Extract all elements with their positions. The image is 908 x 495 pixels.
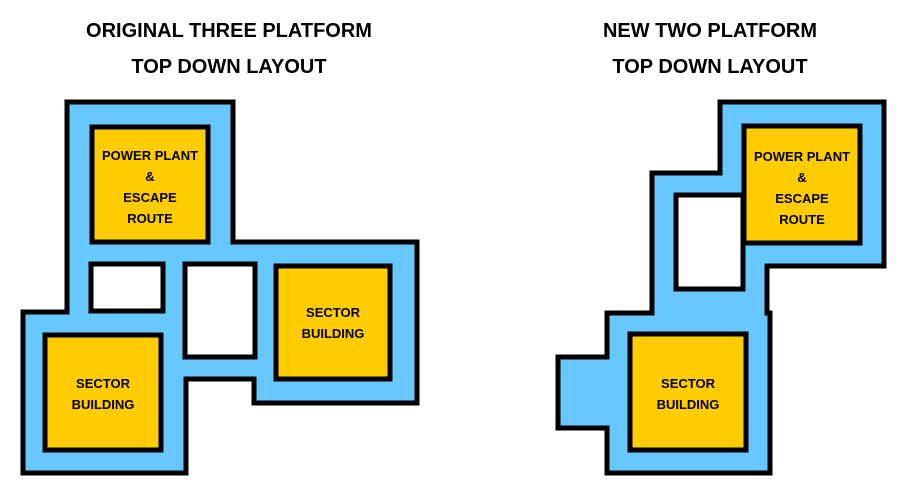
left-sector-bottom-label-line1: SECTOR [76, 376, 131, 391]
left-title-line2: TOP DOWN LAYOUT [131, 56, 327, 78]
left-sector-bottom-label-line2: BUILDING [72, 397, 135, 412]
left-layout: POWER PLANT & ESCAPE ROUTE SECTOR BUILDI… [20, 99, 420, 476]
left-sector-building-right-block [273, 263, 393, 382]
right-sector-building: SECTOR BUILDING [627, 331, 749, 453]
left-sector-building-bottom: SECTOR BUILDING [42, 332, 164, 453]
right-power-plant-label-line2: & [797, 170, 806, 185]
left-power-plant-label-line3: ESCAPE [123, 190, 177, 205]
right-hole [673, 192, 746, 292]
left-power-plant-label-line2: & [145, 169, 154, 184]
left-power-plant-label-line4: ROUTE [127, 211, 173, 226]
left-power-plant-label-line1: POWER PLANT [102, 148, 198, 163]
left-layout-title: ORIGINAL THREE PLATFORM TOP DOWN LAYOUT [28, 13, 430, 85]
left-sector-right-label-line2: BUILDING [302, 326, 365, 341]
right-power-plant-label-line3: ESCAPE [775, 191, 829, 206]
right-power-plant-block [741, 123, 863, 246]
left-title-line1: ORIGINAL THREE PLATFORM [86, 20, 372, 42]
left-hole-small [88, 261, 166, 314]
right-layout-title: NEW TWO PLATFORM TOP DOWN LAYOUT [500, 13, 908, 85]
left-sector-building-right: SECTOR BUILDING [273, 263, 393, 382]
right-sector-label-line2: BUILDING [657, 397, 720, 412]
right-title-line1: NEW TWO PLATFORM [602, 20, 818, 42]
right-layout: POWER PLANT & ESCAPE ROUTE SECTOR BUILDI… [555, 99, 887, 476]
left-sector-building-bottom-block [42, 332, 164, 453]
left-power-plant-block [89, 124, 211, 245]
right-sector-label-line1: SECTOR [661, 376, 716, 391]
right-title-line2: TOP DOWN LAYOUT [612, 56, 808, 78]
left-hole-large [182, 261, 258, 360]
right-power-plant-label-line4: ROUTE [779, 212, 825, 227]
right-sector-building-block [627, 331, 749, 453]
right-power-plant-building: POWER PLANT & ESCAPE ROUTE [741, 123, 863, 246]
right-power-plant-label-line1: POWER PLANT [754, 149, 850, 164]
left-power-plant-building: POWER PLANT & ESCAPE ROUTE [89, 124, 211, 245]
left-sector-right-label-line1: SECTOR [306, 305, 361, 320]
